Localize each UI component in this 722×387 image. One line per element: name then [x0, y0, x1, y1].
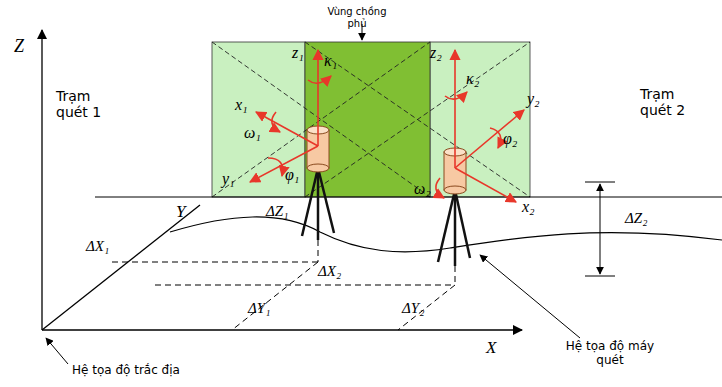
offset-label: ΔZ₁: [266, 203, 288, 220]
scanner-1-axes: [250, 50, 331, 182]
rotation-label: φ₂: [503, 130, 517, 148]
axis-label: y₂: [527, 90, 540, 108]
axis-label: Z: [14, 36, 24, 57]
axis-label: x₂: [522, 198, 535, 216]
geodetic-pointer: [46, 338, 68, 364]
scanner-2: [438, 148, 470, 266]
overlap-zone: [305, 42, 430, 197]
axis-label: y₁: [222, 170, 235, 188]
offset-label: ΔY₁: [248, 300, 270, 317]
axis-label: x₁: [235, 96, 248, 114]
rotation-label: ω₁: [244, 124, 261, 142]
height-dimension: [585, 182, 615, 276]
offset-label: ΔY₂: [402, 300, 424, 317]
axis-label: z₂: [430, 44, 442, 62]
rotation-label: κ₂: [466, 70, 479, 88]
horizon-line: [95, 197, 722, 198]
rotation-label: κ₁: [324, 52, 337, 70]
scan-zone-2: [430, 42, 530, 197]
offset-label: ΔX₂: [318, 263, 341, 280]
overlap-label: Vùng chồng phủ: [318, 6, 396, 29]
rotation-label: ω₂: [414, 180, 431, 198]
station-label: Trạm quét 1: [56, 88, 118, 120]
offset-label: ΔX₁: [86, 238, 109, 255]
axis-label: Y: [176, 202, 185, 222]
scanner-frame-pointer: [480, 255, 580, 338]
geodetic-axes: [42, 30, 522, 330]
rotation-label: φ₁: [285, 166, 299, 184]
offset-label: ΔZ₂: [625, 210, 647, 227]
projection-lines: [112, 240, 455, 330]
scanner-2-axes: [436, 50, 524, 202]
frame-label: Hệ tọa độ trắc địa: [72, 364, 180, 378]
zone-diagonals: [212, 42, 530, 197]
frame-label: Hệ tọa độ máy quét: [562, 340, 658, 368]
axis-label: X: [486, 338, 496, 358]
axis-label: z₁: [292, 44, 304, 62]
scan-zone-1: [212, 42, 305, 197]
station-label: Trạm quét 2: [640, 86, 702, 118]
